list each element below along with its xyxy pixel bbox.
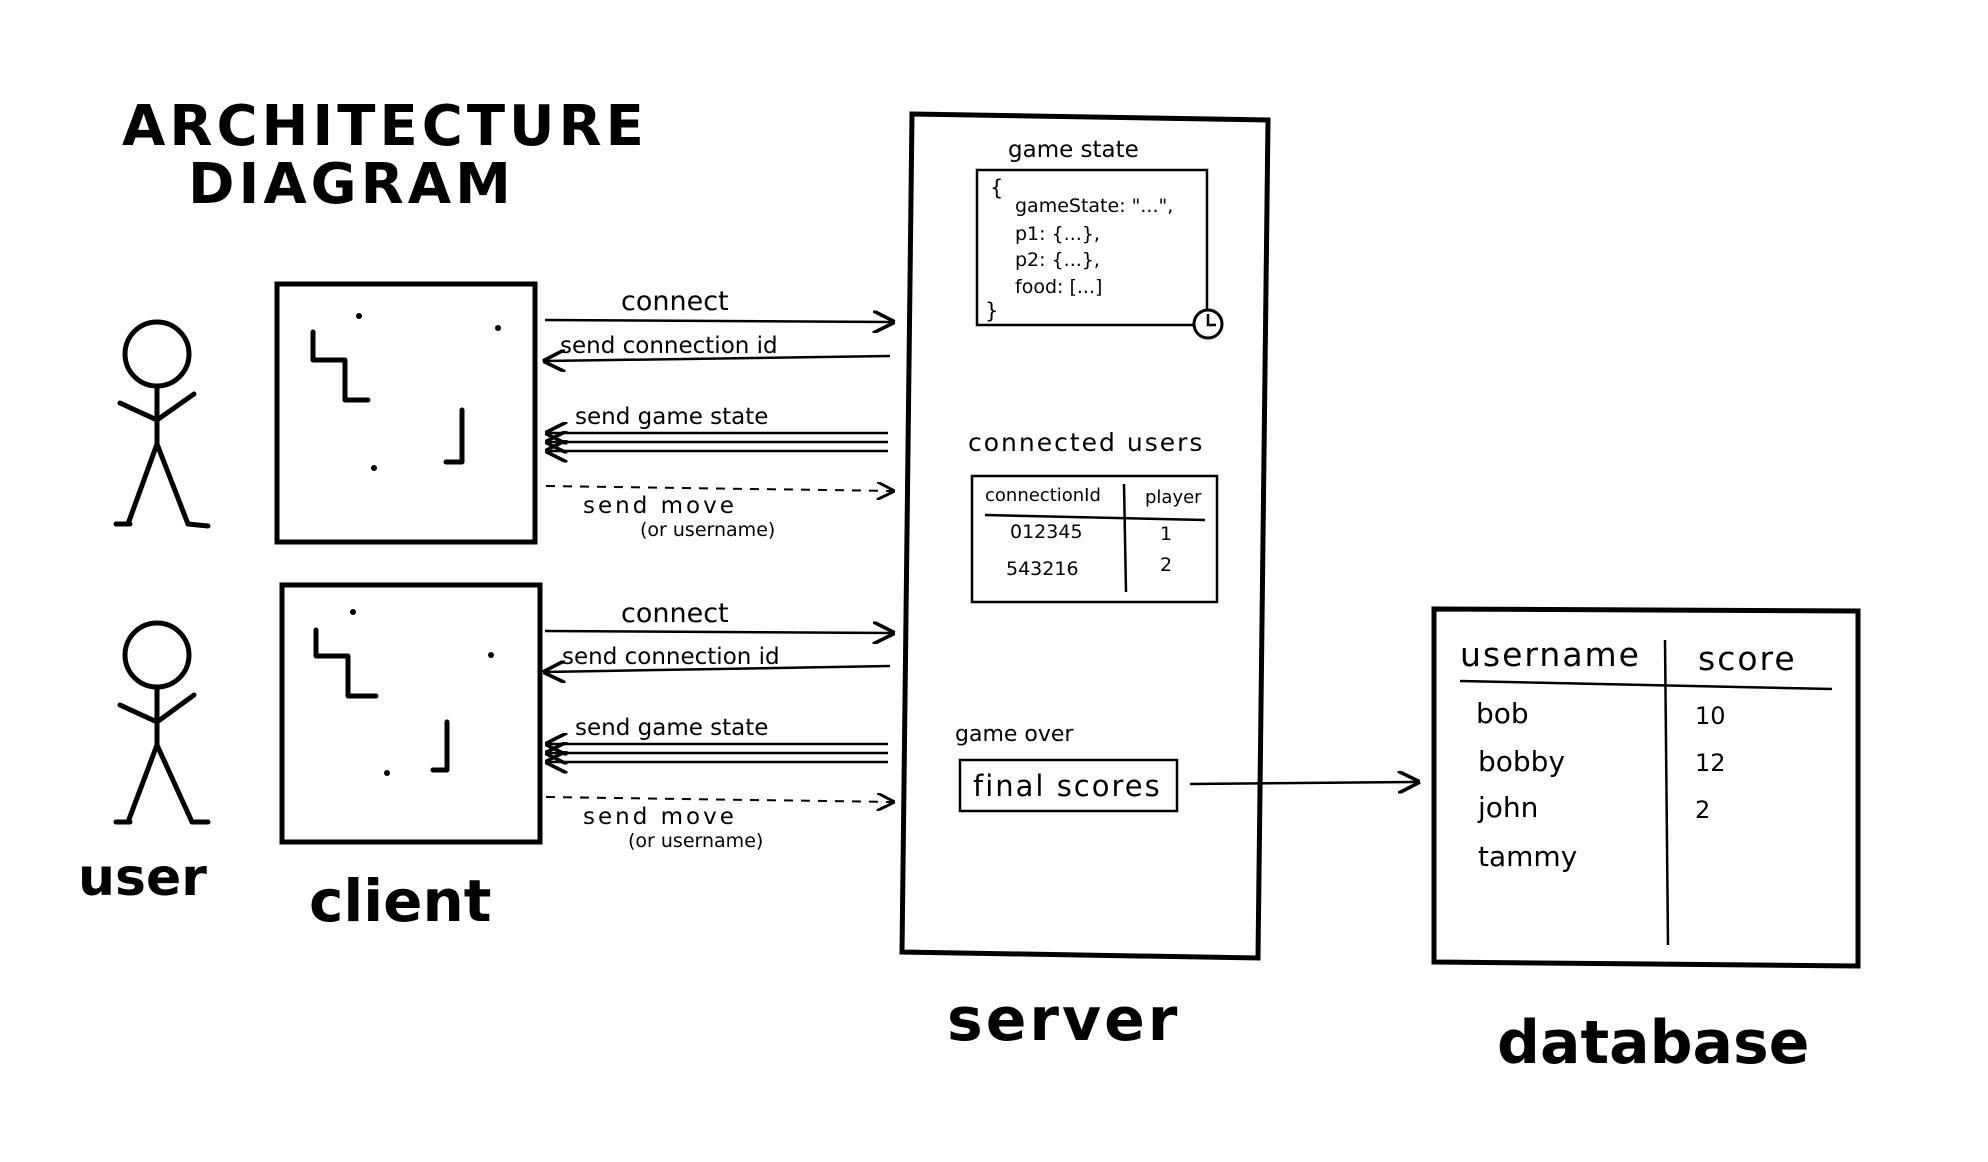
database-cell: tammy (1478, 840, 1577, 873)
diagram-title-line1: ARCHITECTURE (122, 94, 648, 159)
send-game-state-label: send game state (575, 715, 768, 741)
final-scores-arrow (1189, 782, 1418, 784)
send-game-state-label: send game state (575, 404, 768, 430)
snake (430, 719, 450, 773)
send-connection-id-label: send connection id (560, 333, 778, 359)
send-move-label: send move (583, 493, 737, 519)
game-state-close-brace: } (985, 299, 998, 323)
or-username-label: (or username) (628, 830, 763, 852)
final-scores-box (958, 758, 1179, 813)
snake (313, 627, 379, 699)
database-table-divider (1459, 679, 1833, 691)
connected-users-title: connected users (968, 428, 1204, 457)
database-cell: 2 (1695, 796, 1710, 824)
food (384, 770, 390, 776)
or-username-label: (or username) (640, 519, 775, 541)
final-scores-label: final scores (973, 769, 1162, 803)
connect-label: connect (621, 598, 729, 629)
connected-users-cell: 543216 (1006, 558, 1079, 580)
game-over-title: game over (955, 722, 1074, 747)
connected-users-cell: 2 (1160, 554, 1172, 576)
connected-users-table (970, 474, 1219, 604)
food (356, 313, 362, 319)
connected-users-cell: 1 (1160, 523, 1172, 545)
snake (443, 407, 465, 465)
send-connection-id-label: send connection id (562, 644, 780, 670)
connect-label: connect (621, 286, 729, 317)
send-move-arrow (545, 486, 893, 491)
connect-arrow (544, 320, 893, 322)
client-label: client (309, 867, 492, 935)
send-connection-id-arrow (545, 666, 891, 672)
connect-arrow (544, 631, 893, 633)
database-header: username (1460, 635, 1641, 674)
connected-users-header: connectionId (985, 485, 1101, 506)
table-divider (1122, 483, 1128, 593)
send-move-arrow (545, 797, 893, 802)
clock-icon (1192, 308, 1224, 340)
database-header: score (1698, 639, 1797, 678)
food (371, 465, 377, 471)
user-label: user (78, 848, 207, 908)
database-cell: bobby (1478, 745, 1565, 778)
client-box (274, 281, 538, 545)
table-divider (984, 513, 1206, 522)
database-box (1431, 606, 1861, 969)
food (488, 652, 494, 658)
database-cell: john (1477, 791, 1538, 824)
diagram-title-line2: DIAGRAM (188, 152, 515, 217)
server-label: server (947, 985, 1180, 1055)
game-state-open-brace: { (990, 176, 1003, 200)
send-move-label: send move (583, 804, 737, 830)
food (350, 609, 356, 615)
game-state-line: p1: {...}, (1015, 223, 1100, 245)
connected-users-header: player (1145, 487, 1202, 508)
user-icon (113, 319, 211, 529)
send-connection-id-arrow (545, 356, 891, 361)
game-state-box (975, 168, 1209, 327)
connected-users-cell: 012345 (1010, 521, 1083, 543)
database-table-divider (1663, 639, 1670, 946)
game-state-line: food: [...] (1015, 276, 1102, 298)
game-state-title: game state (1008, 137, 1139, 163)
database-label: database (1497, 1008, 1809, 1078)
game-state-line: gameState: "...", (1015, 195, 1173, 217)
server-box (899, 111, 1271, 961)
database-cell: bob (1476, 697, 1529, 730)
client-box (279, 582, 543, 845)
user-icon (113, 620, 211, 825)
database-cell: 10 (1695, 702, 1726, 730)
game-state-line: p2: {...}, (1015, 249, 1100, 271)
food (495, 325, 501, 331)
snake (310, 329, 371, 403)
database-cell: 12 (1695, 749, 1726, 777)
